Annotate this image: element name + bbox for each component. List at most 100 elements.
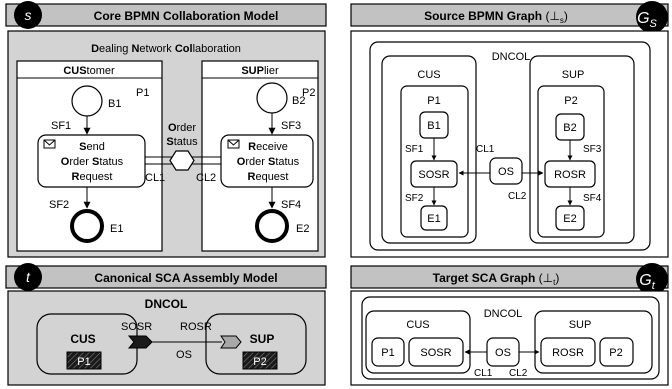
send-task xyxy=(37,134,146,188)
e1-label: E1 xyxy=(427,213,440,225)
sf1-label: SF1 xyxy=(51,120,71,132)
send-task-line1: Send xyxy=(79,141,105,153)
cus-label: CUS xyxy=(70,332,95,346)
sosr-reference-label: SOSR xyxy=(121,321,152,333)
b2-label: B2 xyxy=(563,122,576,134)
badge-label: Gt xyxy=(639,272,655,292)
cl1-label: CL1 xyxy=(474,368,493,379)
p1-label: P1 xyxy=(381,347,394,359)
end-event-e2 xyxy=(255,209,289,243)
rosr-service-label: ROSR xyxy=(180,321,212,333)
dncol-label: DNCOL xyxy=(484,308,523,320)
title-bar xyxy=(350,265,669,289)
os-node xyxy=(489,157,523,185)
e2-node xyxy=(555,205,585,231)
receive-task-line1: Receive xyxy=(248,141,288,153)
send-task-line2: Order Status xyxy=(61,156,124,168)
message-hexagon xyxy=(169,150,195,171)
core-bpmn-collaboration-model: s Core BPMN Collaboration Model Dealing … xyxy=(5,1,327,258)
e1-label: E1 xyxy=(110,223,123,235)
send-task-line3: Request xyxy=(72,171,113,183)
canonical-sca-assembly-model: t Canonical SCA Assembly Model DNCOL CUS… xyxy=(5,263,327,386)
collaboration-title: Dealing Network Collaboration xyxy=(91,43,241,55)
envelope-icon xyxy=(227,139,240,149)
cl1-label: CL1 xyxy=(476,144,495,155)
sf4-label: SF4 xyxy=(281,199,301,211)
p1-label: P1 xyxy=(77,356,90,368)
process-p1-label: P1 xyxy=(136,87,149,99)
os-label: OS xyxy=(495,347,511,359)
os-label: OS xyxy=(176,349,192,361)
sup-component xyxy=(205,313,307,375)
end-event-e1 xyxy=(70,209,104,243)
title-bar xyxy=(350,3,669,27)
receive-task xyxy=(220,134,314,188)
os-label: OS xyxy=(498,166,514,178)
b1-label: B1 xyxy=(427,120,440,132)
p1-implementation xyxy=(66,351,102,370)
sf4-label: SF4 xyxy=(583,193,602,204)
e2-label: E2 xyxy=(563,213,576,225)
sosr-label: SOSR xyxy=(418,169,449,181)
b2-label: B2 xyxy=(292,95,305,107)
badge-t xyxy=(14,263,42,291)
title-bar xyxy=(5,265,327,289)
sf3-label: SF3 xyxy=(583,144,602,155)
source-bpmn-graph: Source BPMN Graph (⊥s) GS DNCOL CUS P1 B… xyxy=(350,1,669,258)
process-p2-label: P2 xyxy=(302,87,315,99)
customer-pool-label: CUStomer xyxy=(63,65,115,77)
sup-label: SUP xyxy=(250,332,275,346)
panel-title: Canonical SCA Assembly Model xyxy=(94,271,277,285)
badge-label: s xyxy=(25,7,32,23)
receive-task-line2: Order Status xyxy=(237,156,300,168)
start-event-b1 xyxy=(71,85,103,117)
service-chevron xyxy=(220,335,242,349)
panel-title: Source BPMN Graph (⊥s) xyxy=(424,9,568,25)
sf1-label: SF1 xyxy=(405,144,424,155)
badge-label: GS xyxy=(637,10,657,30)
p2-implementation xyxy=(242,351,278,370)
start-event-b2 xyxy=(256,82,288,114)
envelope-icon xyxy=(43,139,56,149)
target-sca-graph: Target SCA Graph (⊥t) Gt DNCOL CUS P1 SO… xyxy=(350,263,669,386)
cl2-label: CL2 xyxy=(196,172,216,184)
reference-chevron xyxy=(127,335,153,349)
badge-gt xyxy=(636,263,668,295)
cus-label: CUS xyxy=(406,319,429,331)
p2-node xyxy=(599,337,634,367)
b1-label: B1 xyxy=(108,98,121,110)
p2-label: P2 xyxy=(609,347,622,359)
dncol-label: DNCOL xyxy=(492,51,531,63)
sf2-label: SF2 xyxy=(49,199,69,211)
badge-s xyxy=(14,1,42,29)
supplier-pool-label: SUPlier xyxy=(241,65,279,77)
sup-label: SUP xyxy=(569,319,592,331)
sf2-label: SF2 xyxy=(405,193,424,204)
p1-node xyxy=(371,337,405,367)
message-label-line1: Order xyxy=(168,122,196,134)
panel-title: Target SCA Graph (⊥t) xyxy=(433,271,560,287)
message-label-line2: Status xyxy=(166,136,198,148)
p1-label: P1 xyxy=(427,95,440,107)
cl2-label: CL2 xyxy=(509,368,528,379)
rosr-node xyxy=(540,337,596,367)
badge-label: t xyxy=(26,269,31,285)
cl2-label: CL2 xyxy=(508,191,527,202)
rosr-label: ROSR xyxy=(552,347,584,359)
rosr-label: ROSR xyxy=(554,169,586,181)
p2-label: P2 xyxy=(564,95,577,107)
sosr-node xyxy=(408,337,464,367)
p2-label: P2 xyxy=(253,356,266,368)
cus-label: CUS xyxy=(417,69,440,81)
sf3-label: SF3 xyxy=(281,120,301,132)
title-bar xyxy=(5,3,327,27)
badge-gs xyxy=(636,1,668,33)
dncol-label: DNCOL xyxy=(145,297,188,311)
panel-title: Core BPMN Collaboration Model xyxy=(94,9,279,23)
e2-label: E2 xyxy=(296,223,309,235)
sosr-label: SOSR xyxy=(420,347,451,359)
cl1-label: CL1 xyxy=(145,172,165,184)
e1-node xyxy=(420,205,448,231)
receive-task-line3: Request xyxy=(248,171,289,183)
